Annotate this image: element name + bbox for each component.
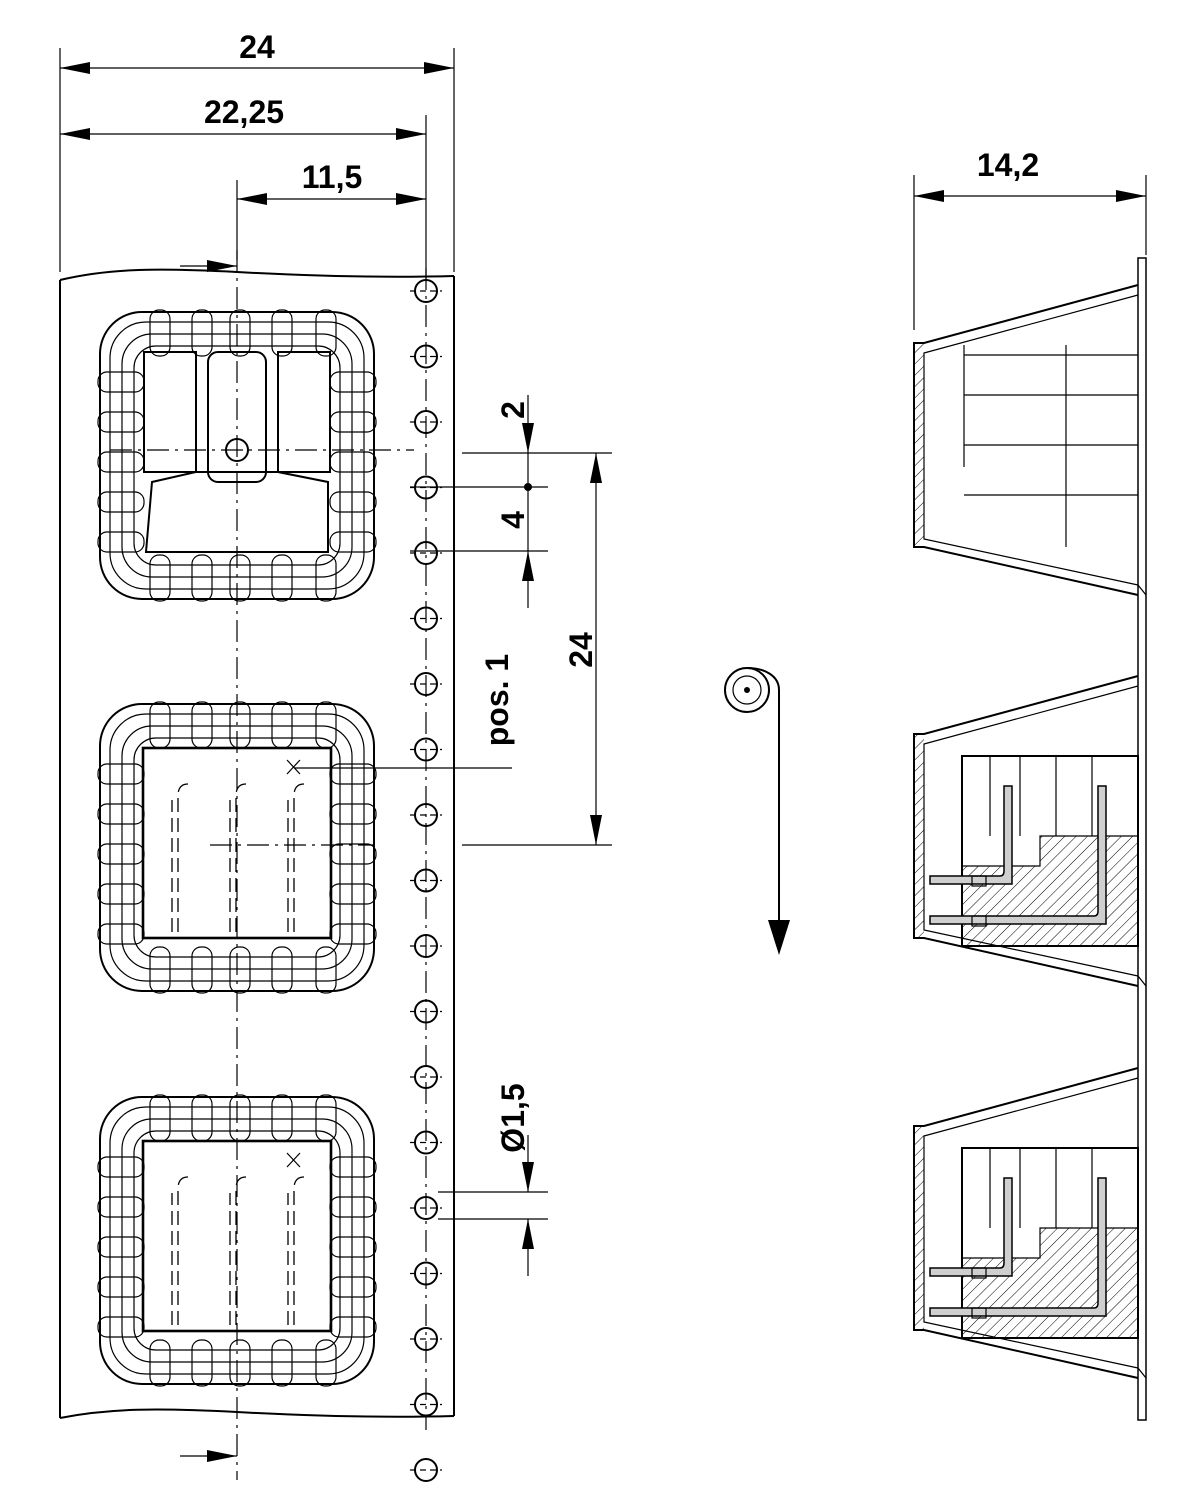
width-dimensions: 24 22,25 11,5	[59, 29, 455, 280]
side-empty-pocket	[913, 284, 1147, 596]
position-label: pos. 1	[479, 654, 515, 746]
cover-film	[1137, 257, 1147, 1421]
pocket-with-component	[97, 701, 377, 994]
connector-pin	[929, 1177, 1013, 1277]
hole-diameter-label: Ø1,5	[495, 1083, 531, 1152]
pitch-dimensions: 2 4 24 pos. 1 Ø1,5	[294, 395, 612, 1276]
hole-offset-label: 2	[495, 401, 531, 419]
side-pocket-with-component	[913, 675, 1147, 987]
feed-direction-arrow-icon	[768, 920, 790, 955]
side-view: 14,2	[913, 147, 1147, 1421]
reel-direction-icon	[724, 667, 780, 920]
pockets	[97, 309, 414, 1387]
component-body	[141, 1139, 333, 1333]
connector-pin	[929, 785, 1013, 885]
pocket-pitch-label: 24	[563, 632, 599, 668]
carrier-tape-front-view	[59, 250, 455, 1482]
component-body	[141, 746, 333, 940]
connector-pin	[929, 1177, 1107, 1317]
side-pocket-with-component	[913, 1067, 1147, 1379]
empty-pocket	[97, 309, 414, 602]
pocket-with-component	[97, 1094, 377, 1387]
hole-pitch-label: 4	[495, 511, 531, 529]
pocket-center-distance-label: 11,5	[302, 159, 363, 195]
connector-pin	[929, 785, 1107, 925]
side-pockets	[913, 284, 1147, 1379]
tape-width-label: 24	[239, 29, 275, 65]
cover-depth-label: 14,2	[977, 147, 1039, 183]
sprocket-holes	[410, 279, 442, 1482]
hole-row-distance-label: 22,25	[204, 94, 284, 130]
